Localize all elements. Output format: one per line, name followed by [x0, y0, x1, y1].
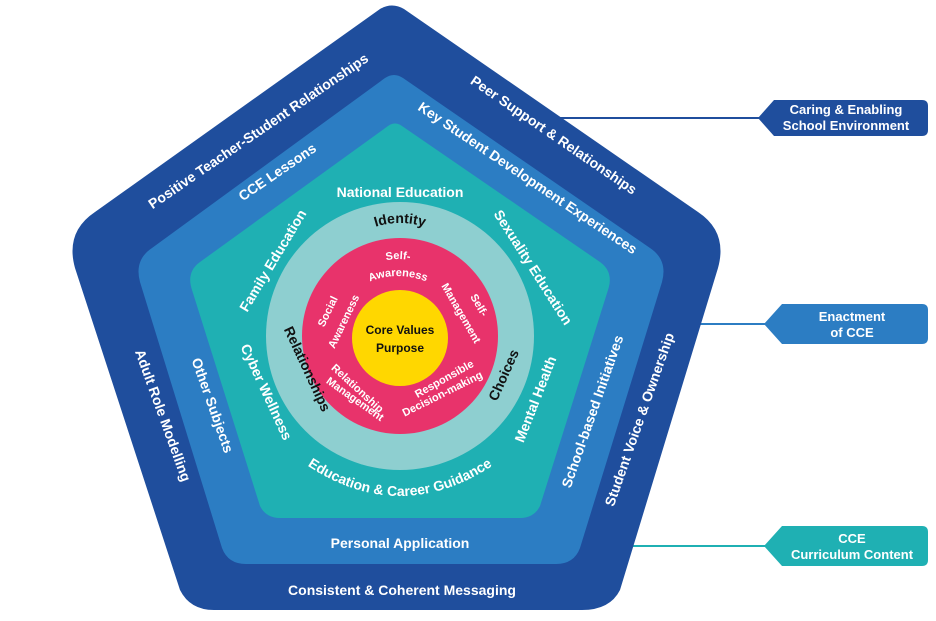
- callout-content-line2: Curriculum Content: [791, 547, 914, 562]
- core-circle: [352, 290, 448, 386]
- outer-label-messaging: Consistent & Coherent Messaging: [288, 582, 516, 598]
- callout-environment: Caring & Enabling School Environment: [758, 100, 928, 136]
- pink-label-self-awareness-1: Self-: [385, 250, 412, 263]
- callout-environment-line2: School Environment: [783, 118, 910, 133]
- callout-environment-line1: Caring & Enabling: [790, 102, 903, 117]
- core-label-values: Core Values: [366, 323, 435, 337]
- callout-content-shape: [764, 526, 928, 566]
- callout-content: CCE Curriculum Content: [764, 526, 928, 566]
- callout-enactment-line1: Enactment: [819, 309, 886, 324]
- callout-enactment-line2: of CCE: [830, 325, 874, 340]
- callout-content-line1: CCE: [838, 531, 866, 546]
- callout-environment-shape: [758, 100, 928, 136]
- core-label-purpose: Purpose: [376, 341, 424, 355]
- pink-label-self-awareness-2: Awareness: [367, 267, 429, 284]
- inner-label-national-education: National Education: [337, 184, 464, 200]
- callout-enactment: Enactment of CCE: [764, 304, 928, 344]
- middle-label-personal-application: Personal Application: [331, 535, 470, 551]
- callout-enactment-shape: [764, 304, 928, 344]
